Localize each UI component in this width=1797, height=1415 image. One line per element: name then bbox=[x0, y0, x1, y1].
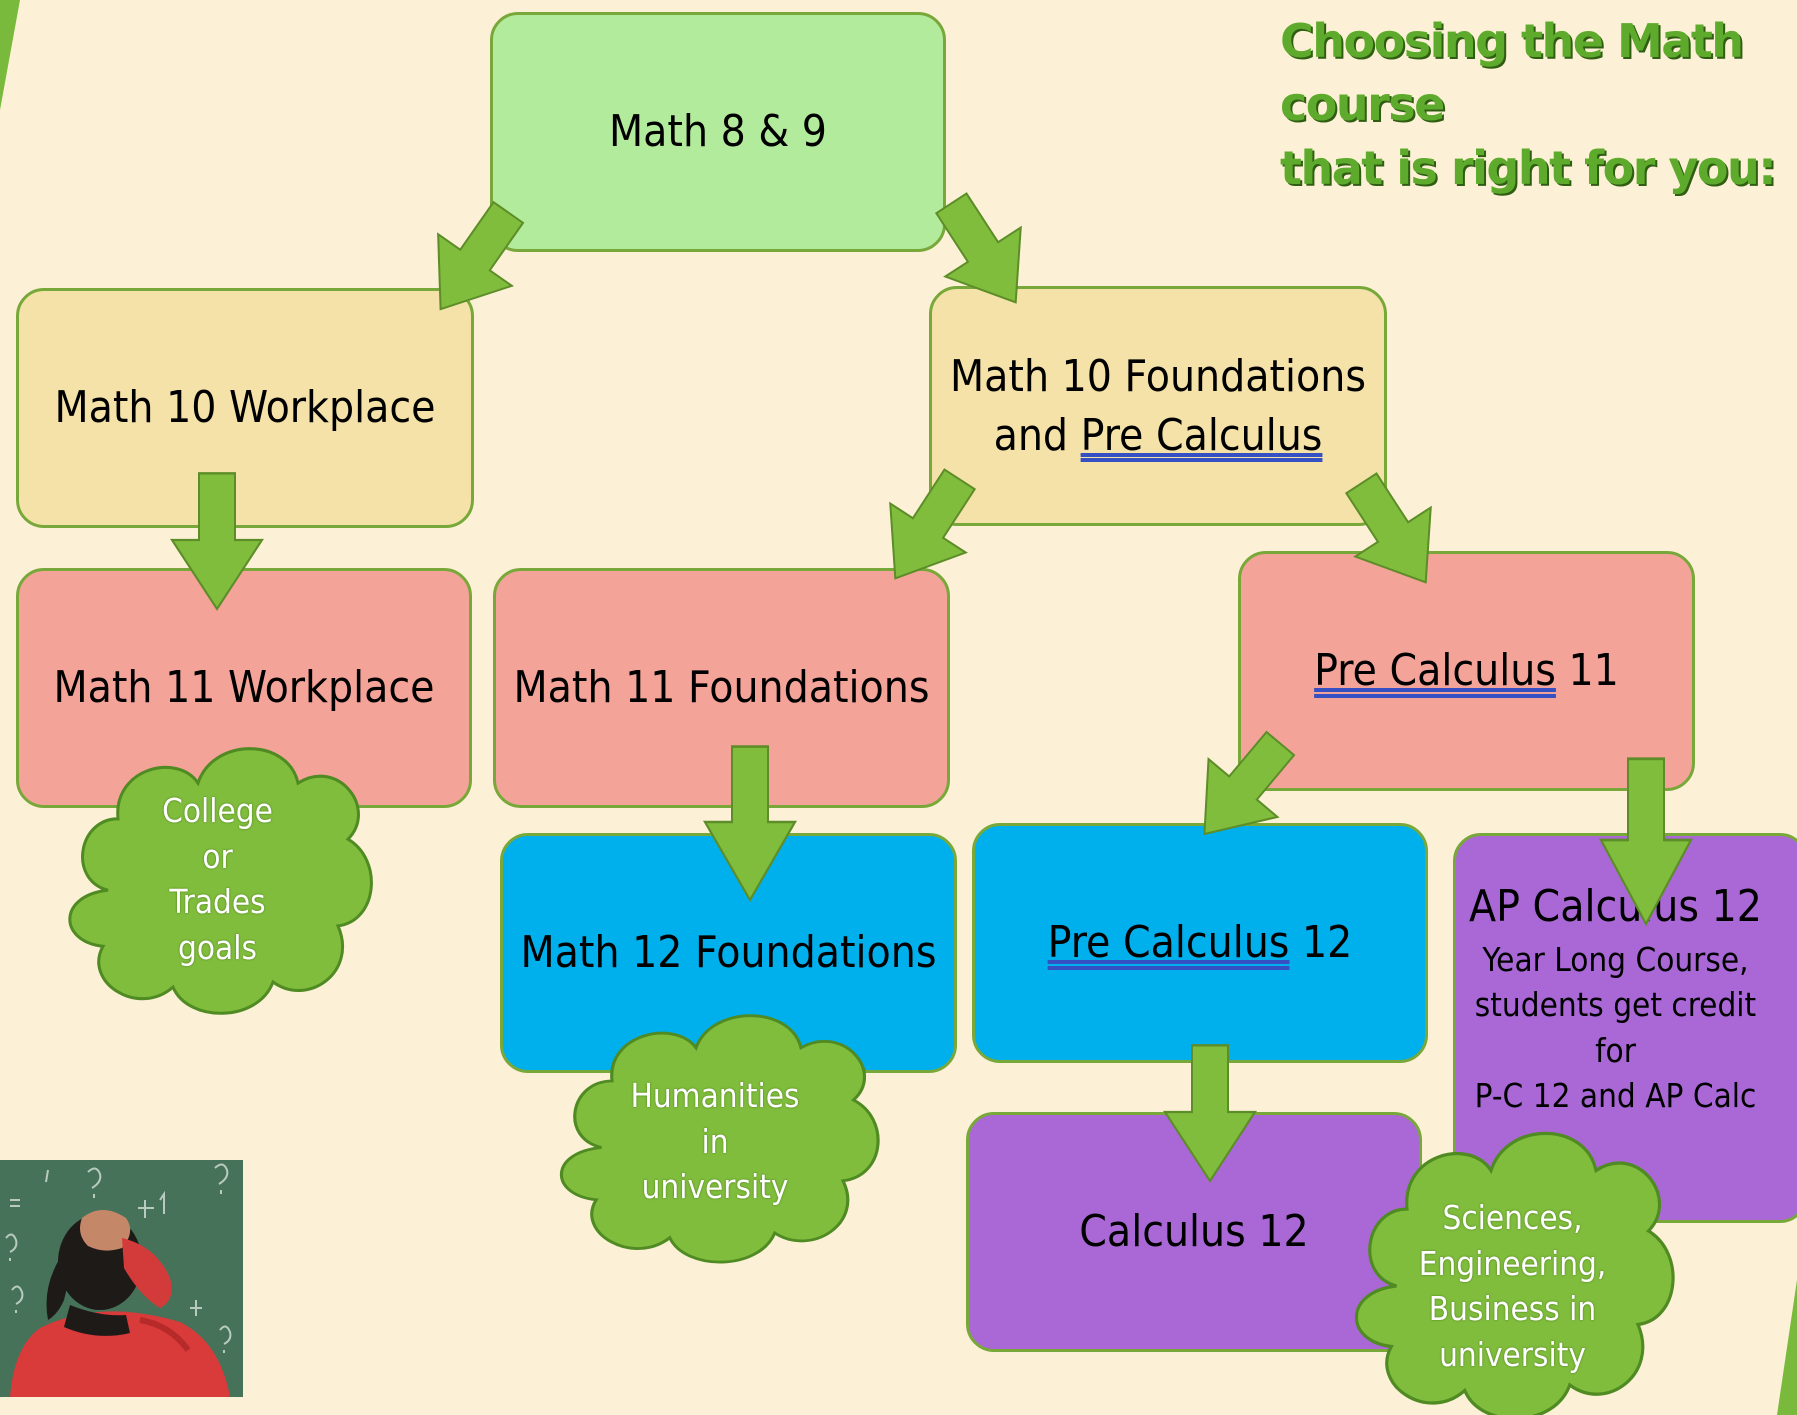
cloud-line: Humanities bbox=[630, 1076, 800, 1115]
node-math-11-foundations: Math 11 Foundations bbox=[493, 568, 950, 808]
cloud-line: goals bbox=[178, 927, 257, 967]
diagram-title: Choosing the Math course that is right f… bbox=[1280, 10, 1797, 200]
node-label: Math 8 & 9 bbox=[609, 106, 827, 158]
node-label-text: 11 bbox=[1555, 645, 1619, 697]
node-math-10-foundations-precalc: Math 10 Foundations and Pre Calculus bbox=[929, 286, 1387, 526]
cloud-line: or bbox=[202, 836, 233, 876]
node-label: Calculus 12 bbox=[1079, 1206, 1309, 1258]
title-line-2: that is right for you: bbox=[1280, 140, 1777, 195]
cloud-humanities-text: Humanities in university bbox=[615, 1073, 815, 1210]
node-label: Pre Calculus 12 bbox=[1048, 913, 1353, 972]
cloud-line: Business in bbox=[1428, 1289, 1597, 1329]
node-label-underlined: Pre Calculus bbox=[1047, 917, 1290, 969]
corner-accent bbox=[0, 0, 20, 110]
cloud-line: in bbox=[701, 1121, 729, 1161]
node-label-text: 12 bbox=[1289, 917, 1353, 969]
node-label-underlined: Pre Calculus bbox=[1314, 645, 1556, 697]
node-detail-line-2: students get credit for bbox=[1474, 985, 1757, 1070]
node-label-underlined: Pre Calculus bbox=[1080, 410, 1323, 461]
node-label: Math 11 Foundations bbox=[513, 662, 930, 714]
node-label-line-1: Math 10 Foundations bbox=[950, 350, 1366, 402]
title-line-1: Choosing the Math course bbox=[1280, 14, 1744, 132]
node-math-10-workplace: Math 10 Workplace bbox=[16, 288, 474, 528]
cloud-sciences-text: Sciences, Engineering, Business in unive… bbox=[1400, 1195, 1625, 1377]
node-label: Pre Calculus 11 bbox=[1314, 641, 1619, 700]
cloud-college-trades-text: College or Trades goals bbox=[140, 788, 295, 970]
cloud-line: university bbox=[641, 1167, 789, 1207]
student-chalkboard-photo bbox=[0, 1160, 243, 1397]
node-detail-line-1: Year Long Course, bbox=[1482, 939, 1749, 979]
node-title: AP Calculus 12 bbox=[1469, 881, 1762, 933]
node-label: Math 12 Foundations bbox=[520, 927, 937, 979]
node-pre-calculus-11: Pre Calculus 11 bbox=[1238, 551, 1695, 791]
node-ap-calculus-12: AP Calculus 12 Year Long Course, student… bbox=[1453, 833, 1797, 1223]
cloud-line: Engineering, bbox=[1418, 1243, 1607, 1283]
node-math-11-workplace: Math 11 Workplace bbox=[16, 568, 472, 808]
node-math-8-9: Math 8 & 9 bbox=[490, 12, 946, 252]
node-label: Math 10 Workplace bbox=[54, 382, 436, 434]
cloud-line: Trades bbox=[169, 882, 266, 922]
node-detail-line-3: P-C 12 and AP Calc bbox=[1474, 1076, 1757, 1116]
node-pre-calculus-12: Pre Calculus 12 bbox=[972, 823, 1428, 1063]
corner-accent-right bbox=[1777, 1280, 1797, 1415]
node-math-12-foundations: Math 12 Foundations bbox=[500, 833, 957, 1073]
cloud-line: College bbox=[162, 791, 273, 830]
node-label-line-2: and Pre Calculus bbox=[994, 406, 1323, 465]
node-label-text: and bbox=[993, 410, 1081, 461]
node-calculus-12: Calculus 12 bbox=[966, 1112, 1422, 1352]
cloud-line: university bbox=[1439, 1334, 1586, 1374]
node-label: Math 11 Workplace bbox=[53, 662, 435, 714]
cloud-line: Sciences, bbox=[1442, 1198, 1583, 1237]
